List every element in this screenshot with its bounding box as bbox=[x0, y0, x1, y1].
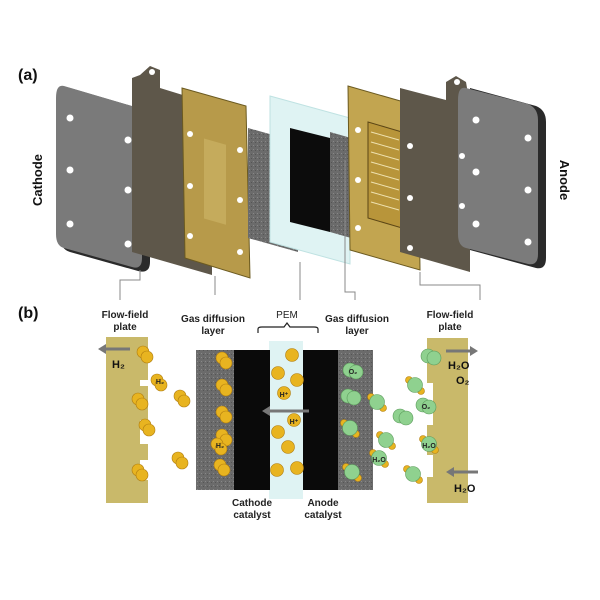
anode-end-plate bbox=[458, 87, 538, 265]
gdl-left-label-1: Gas diffusion bbox=[181, 314, 245, 325]
h2o-in-arrow bbox=[446, 467, 454, 477]
h2o-o2-out-arrow bbox=[470, 346, 478, 356]
anode-flow-plate bbox=[400, 76, 470, 272]
anode-flow-channels bbox=[367, 121, 403, 229]
hplus-label: H⁺ bbox=[280, 392, 289, 399]
flow-field-right-label-1: Flow-field bbox=[427, 310, 474, 321]
h2-molecule bbox=[213, 458, 231, 477]
cathode-end-plate bbox=[56, 85, 142, 268]
hplus-molecule bbox=[271, 425, 285, 439]
h2-molecule bbox=[215, 405, 233, 424]
flow-arrows bbox=[98, 344, 478, 477]
panel-b-label: (b) bbox=[18, 305, 38, 322]
o2-label: O₂ bbox=[422, 404, 431, 411]
h2o-molecule: H₂O bbox=[419, 435, 439, 454]
h2-out-label: H₂ bbox=[112, 359, 125, 371]
hplus-label: H⁺ bbox=[290, 419, 299, 426]
o2-out-label: O₂ bbox=[456, 375, 470, 387]
hplus-molecule: H⁺ bbox=[277, 386, 291, 400]
anode-flow-field-plate bbox=[427, 338, 468, 503]
h2-label: H₂ bbox=[216, 443, 224, 450]
pem-label: PEM bbox=[276, 310, 298, 321]
h2-label: H₂ bbox=[156, 379, 164, 386]
cathode-side-label: Cathode bbox=[30, 154, 45, 206]
h2-molecule bbox=[131, 392, 149, 411]
anode-catalyst-label-1: Anode bbox=[307, 498, 339, 509]
hplus-molecule bbox=[281, 440, 295, 454]
mea-catalyst-area bbox=[290, 128, 330, 232]
h2-molecule bbox=[215, 378, 233, 397]
h2o-molecule: H₂O bbox=[369, 449, 389, 468]
h2-molecule bbox=[131, 463, 149, 482]
cathode-catalyst-label-1: Cathode bbox=[232, 498, 272, 509]
panel-a-label: (a) bbox=[18, 67, 38, 84]
h2-molecule bbox=[136, 345, 154, 364]
h2o-in-label: H₂O bbox=[454, 483, 476, 495]
h2o-label: H₂O bbox=[422, 443, 436, 450]
h2-molecule: H₂ bbox=[210, 437, 228, 456]
h2-molecule bbox=[138, 418, 156, 437]
o2-molecule: O₂ bbox=[342, 362, 364, 380]
hplus-molecule bbox=[290, 373, 304, 387]
o2-molecule bbox=[392, 408, 414, 426]
h2-out-arrow bbox=[98, 344, 106, 354]
gdl-right-label-2: layer bbox=[345, 326, 368, 337]
gdl-right-label-1: Gas diffusion bbox=[325, 314, 389, 325]
cathode-catalyst-layer bbox=[234, 350, 270, 490]
pem-bracket bbox=[257, 322, 319, 333]
exploded-stack bbox=[56, 66, 546, 300]
o2-molecule bbox=[420, 348, 442, 366]
proton-flow-arrow bbox=[262, 406, 270, 416]
leader-lines bbox=[119, 160, 481, 300]
h2o-molecule bbox=[367, 393, 387, 412]
cathode-catalyst-label-2: catalyst bbox=[233, 510, 271, 521]
molecules: H₂ H₂ H⁺ H⁺ O₂ O₂ H₂O H₂O bbox=[131, 345, 442, 484]
flow-field-left-label-1: Flow-field bbox=[102, 310, 149, 321]
h2-molecule bbox=[171, 451, 189, 470]
h2o-label: H₂O bbox=[372, 457, 386, 464]
h2o-molecule bbox=[342, 463, 362, 482]
h2o-molecule bbox=[405, 376, 425, 395]
h2o-molecule bbox=[403, 465, 423, 484]
hplus-molecule bbox=[290, 461, 304, 475]
h2-molecule bbox=[173, 389, 191, 408]
h2o-molecule bbox=[340, 419, 360, 438]
hplus-molecule bbox=[270, 463, 284, 477]
gdl-left-label-2: layer bbox=[201, 326, 224, 337]
o2-molecule: O₂ bbox=[415, 397, 437, 415]
anode-side-label: Anode bbox=[557, 160, 572, 200]
o2-molecule bbox=[340, 388, 362, 406]
flow-field-left-label-2: plate bbox=[113, 322, 137, 333]
h2-molecule bbox=[215, 351, 233, 370]
hplus-molecule bbox=[271, 366, 285, 380]
anode-catalyst-label-2: catalyst bbox=[304, 510, 342, 521]
o2-label: O₂ bbox=[349, 369, 358, 376]
cathode-flow-field-plate bbox=[106, 337, 148, 503]
hplus-molecule: H⁺ bbox=[287, 413, 301, 427]
anode-catalyst-layer bbox=[303, 350, 338, 490]
h2o-molecule bbox=[376, 431, 396, 450]
flow-field-right-label-2: plate bbox=[438, 322, 462, 333]
hplus-molecule bbox=[285, 348, 299, 362]
h2-molecule: H₂ bbox=[150, 373, 168, 392]
h2o-out-label: H₂O bbox=[448, 360, 470, 372]
